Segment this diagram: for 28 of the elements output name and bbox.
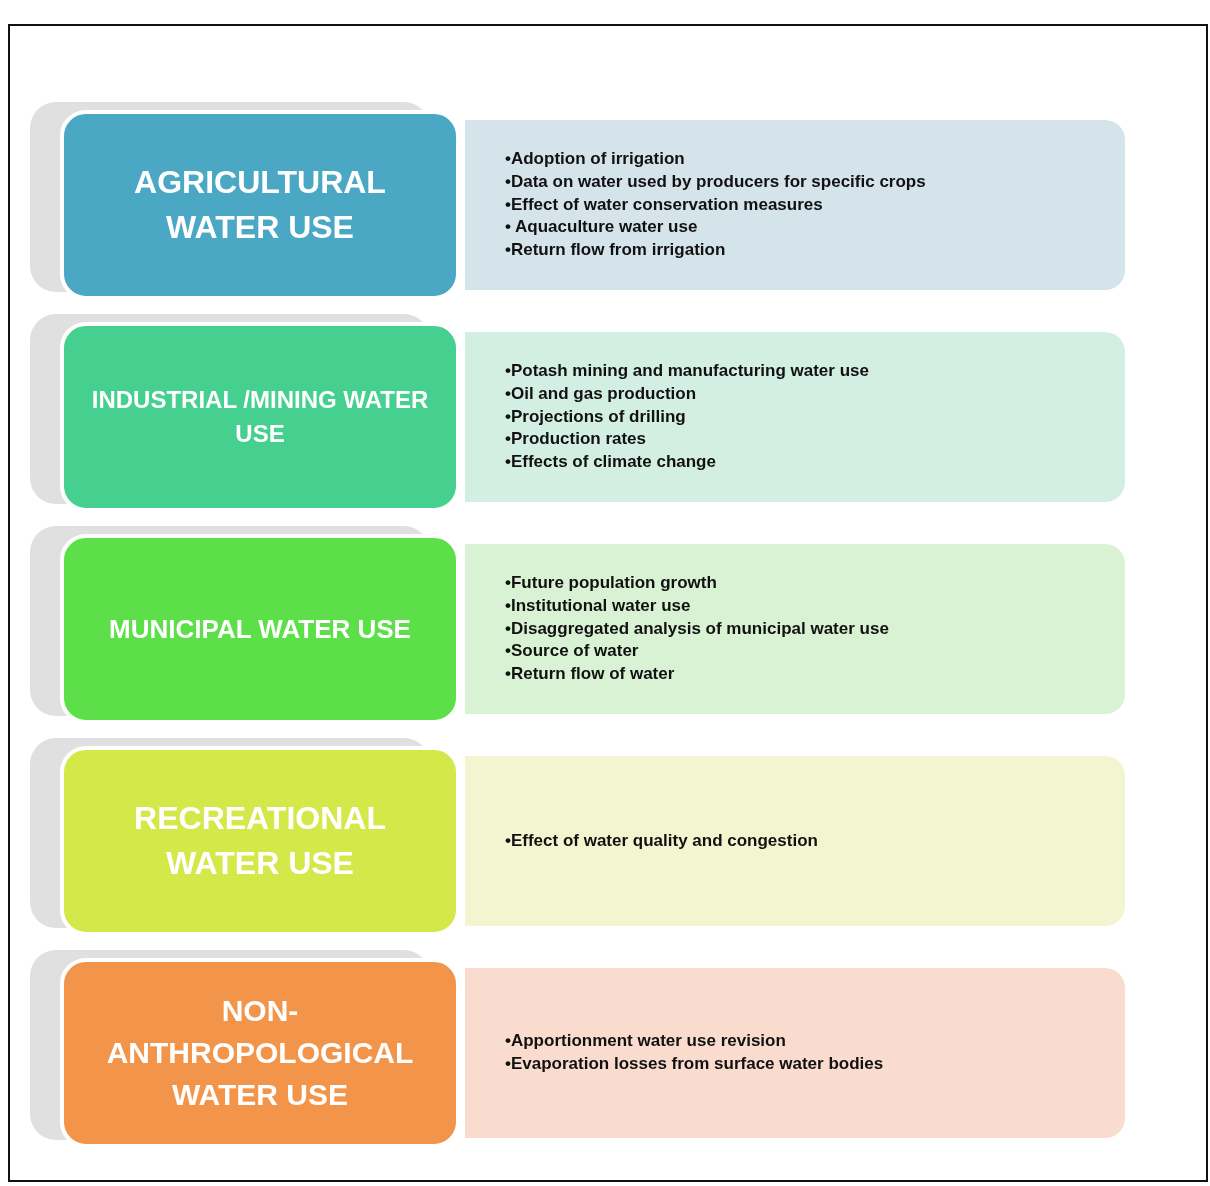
bullet-item: •Disaggregated analysis of municipal water use — [505, 617, 889, 640]
detail-panel — [465, 544, 1125, 714]
bullet-item: •Evaporation losses from surface water bodies — [505, 1053, 884, 1075]
bullet-item: •Effect of water conservation measures — [505, 193, 824, 216]
category-heading: RECREATIONAL WATER USE — [133, 799, 387, 883]
bullet-item: •Return flow of water — [505, 663, 676, 686]
bullet-item: •Apportionment water use revision — [505, 1030, 787, 1053]
category-heading: INDUSTRIAL /MINING WATER USE — [90, 385, 430, 449]
category-heading: NON-ANTHROPOLOGICAL WATER USE — [105, 993, 415, 1113]
category-heading: AGRICULTURAL WATER USE — [133, 163, 387, 247]
bullet-item: •Data on water used by producers for specific crops — [505, 170, 926, 193]
bullet-item: •Oil and gas production — [505, 382, 698, 405]
detail-panel — [465, 968, 1125, 1138]
bullet-item: •Potash mining and manufacturing water use — [505, 359, 869, 382]
bullet-item: •Adoption of irrigation — [505, 147, 686, 170]
bullet-item: •Production rates — [505, 428, 648, 451]
bullet-item: •Effect of water quality and congestion — [505, 829, 818, 852]
bullet-item: •Future population growth — [505, 571, 718, 594]
detail-panel — [465, 120, 1125, 290]
bullet-item: •Institutional water use — [505, 594, 692, 617]
bullet-item: • Aquaculture water use — [505, 216, 699, 239]
detail-panel — [465, 332, 1125, 502]
bullet-item: •Return flow from irrigation — [505, 239, 727, 262]
bullet-item: •Source of water — [505, 640, 640, 663]
detail-panel — [465, 756, 1125, 926]
bullet-item: •Effects of climate change — [505, 451, 717, 474]
bullet-item: •Projections of drilling — [505, 405, 687, 428]
category-heading: MUNICIPAL WATER USE — [108, 612, 412, 646]
